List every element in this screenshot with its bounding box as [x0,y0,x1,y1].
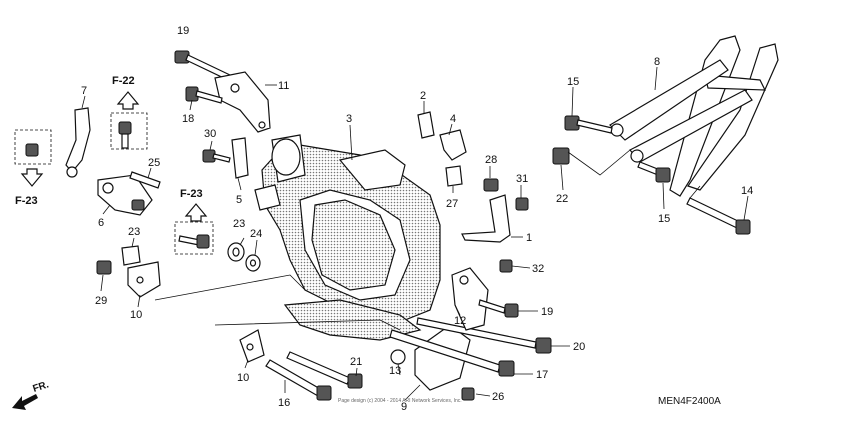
bolt-15-bottom [637,161,671,183]
ref-label-f23-mid[interactable]: F-23 [180,188,203,200]
callout-16: 16 [278,397,290,409]
callout-24: 24 [250,228,262,240]
bracket-6 [97,174,153,216]
footer-copyright: Page design (c) 2004 - 2014 ARI Network … [338,398,462,404]
callout-23a: 23 [233,218,245,230]
bolt-21 [286,351,363,389]
callout-10b: 10 [237,372,249,384]
front-label: FR. [32,379,51,395]
callout-labels: 19 11 18 30 7 25 6 5 23 24 23 29 10 3 2 … [81,25,753,413]
bolt-26 [461,387,475,401]
callout-14: 14 [741,185,753,197]
callout-22: 22 [556,193,568,205]
ref-label-f22[interactable]: F-22 [112,75,135,87]
bolt-17 [389,329,515,377]
callout-15a: 15 [567,76,579,88]
callout-20: 20 [573,341,585,353]
ref-box-f23-left [14,129,52,187]
callout-31: 31 [516,173,528,185]
bolt-16 [265,359,332,401]
pin-25 [129,171,161,189]
clamp-4 [439,129,467,161]
bolt-20 [416,317,552,354]
plate-10-left [127,261,161,298]
leader-lines [81,66,749,401]
callout-28: 28 [485,154,497,166]
bolt-f22 [118,121,132,149]
bolt-22 [552,147,570,165]
callout-11: 11 [278,80,289,92]
ref-label-f23-left[interactable]: F-23 [15,195,38,207]
collar-13 [390,349,406,365]
bolt-15-top [564,115,613,134]
collar-23 [227,242,245,262]
callout-17: 17 [536,369,548,381]
plate-10-bottom [239,329,265,363]
callout-15b: 15 [658,213,670,225]
bolt-f23-mid [178,234,210,249]
clamp-5 [231,137,249,179]
diagram-code: MEN4F2400A [658,396,721,407]
callout-13: 13 [389,365,401,377]
callout-12: 12 [454,315,466,327]
bracket-11 [214,71,271,133]
callout-19a: 19 [177,25,189,37]
callout-21: 21 [350,356,362,368]
callout-29: 29 [95,295,107,307]
callout-5: 5 [236,194,242,206]
collar-24 [245,254,261,272]
clamp-2 [417,111,435,139]
callout-8: 8 [654,56,660,68]
bolt-31 [515,197,529,211]
nut-29 [96,260,112,275]
callout-9: 9 [401,401,407,413]
bolt-30 [202,149,231,163]
bolt-14 [686,197,751,235]
front-direction-arrow: FR. [12,379,50,410]
sub-frame-part [609,35,779,197]
callout-4: 4 [450,113,456,125]
callout-10a: 10 [130,309,142,321]
callout-2: 2 [420,90,426,102]
callout-27: 27 [446,198,458,210]
bolt-32 [499,259,513,273]
ref-box-f22 [110,91,148,150]
callout-3: 3 [346,113,352,125]
callout-30: 30 [204,128,216,140]
callout-19b: 19 [541,306,553,318]
callout-7: 7 [81,85,87,97]
nut-28 [483,178,499,192]
callout-6: 6 [98,217,104,229]
callout-32: 32 [532,263,544,275]
bolt-f23-left [25,143,39,157]
bracket-1 [461,194,511,243]
bolt-18 [185,86,223,104]
callout-1: 1 [526,232,532,244]
callout-23b: 23 [128,226,140,238]
ref-box-f23-mid [174,203,214,255]
bracket-7 [65,107,91,178]
callout-25: 25 [148,157,160,169]
callout-18: 18 [182,113,194,125]
bolt-19-top [174,50,231,81]
collar-23-left [121,245,141,266]
main-frame-part [254,134,441,341]
bolt-19-right [478,299,519,318]
collar-27 [445,165,463,187]
callout-26: 26 [492,391,504,403]
